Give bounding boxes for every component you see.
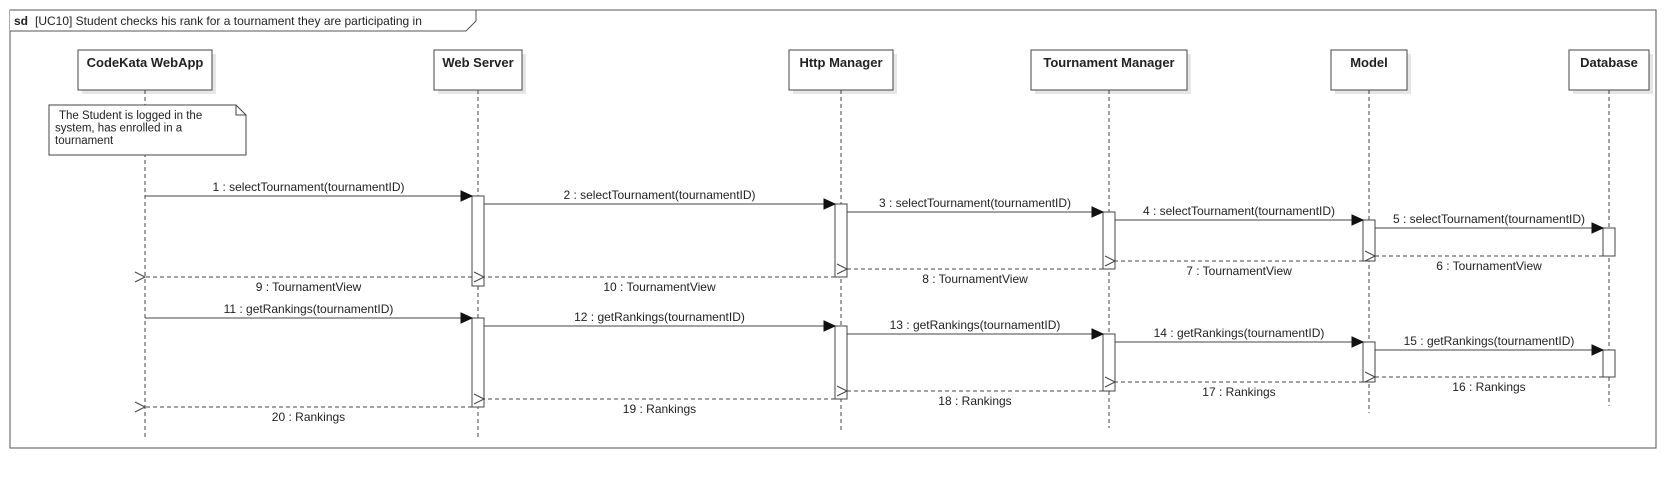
message-label-18: 18 : Rankings xyxy=(938,394,1011,408)
message-label-20: 20 : Rankings xyxy=(272,410,345,424)
activation-bar-tournament xyxy=(1102,211,1116,270)
message-arrowhead-filled-3 xyxy=(1091,206,1105,218)
activation-bar-database xyxy=(1602,227,1616,257)
note-text-line: tournament xyxy=(55,135,114,147)
lifeline-name-http: Http Manager xyxy=(799,55,882,70)
activation-bar-webserver xyxy=(471,317,485,408)
message-arrowhead-open-20 xyxy=(134,401,147,413)
message-label-6: 6 : TournamentView xyxy=(1436,259,1542,273)
message-label-8: 8 : TournamentView xyxy=(922,272,1028,286)
message-label-2: 2 : selectTournament(tournamentID) xyxy=(563,188,755,202)
lifeline-head-webserver xyxy=(433,49,523,91)
message-label-15: 15 : getRankings(tournamentID) xyxy=(1404,334,1575,348)
message-arrowhead-filled-4 xyxy=(1351,214,1365,226)
messages-layer: 1 : selectTournament(tournamentID) 2 : se… xyxy=(134,180,1605,424)
message-arrowhead-filled-12 xyxy=(823,320,837,332)
message-label-17: 17 : Rankings xyxy=(1202,385,1275,399)
message-arrowhead-filled-11 xyxy=(460,312,474,324)
message-label-16: 16 : Rankings xyxy=(1452,380,1525,394)
frame-title: [UC10] Student checks his rank for a tou… xyxy=(35,14,422,28)
message-label-19: 19 : Rankings xyxy=(623,402,696,416)
message-label-1: 1 : selectTournament(tournamentID) xyxy=(212,180,404,194)
note-text-line: The Student is logged in the xyxy=(59,110,202,122)
activation-bar-database xyxy=(1602,349,1616,378)
message-label-5: 5 : selectTournament(tournamentID) xyxy=(1393,212,1585,226)
lifeline-name-model: Model xyxy=(1350,55,1388,70)
message-label-12: 12 : getRankings(tournamentID) xyxy=(574,310,745,324)
activation-bar-http xyxy=(834,325,848,400)
frame-layer: sd [UC10] Student checks his rank for a … xyxy=(9,9,1657,449)
message-arrowhead-open-16 xyxy=(1364,371,1377,383)
lifeline-name-webapp: CodeKata WebApp xyxy=(87,55,204,70)
message-arrowhead-filled-15 xyxy=(1591,344,1605,356)
message-arrowhead-filled-5 xyxy=(1591,222,1605,234)
message-label-9: 9 : TournamentView xyxy=(256,280,362,294)
message-arrowhead-open-9 xyxy=(134,271,147,283)
message-label-11: 11 : getRankings(tournamentID) xyxy=(224,302,394,316)
message-arrowhead-open-6 xyxy=(1364,250,1377,262)
note-box xyxy=(48,104,247,156)
activations-layer xyxy=(471,195,1616,408)
lifeline-head-webapp xyxy=(77,49,213,91)
message-arrowhead-filled-2 xyxy=(823,198,837,210)
lifeline-name-database: Database xyxy=(1580,55,1638,70)
message-arrowhead-filled-14 xyxy=(1351,336,1365,348)
message-arrowhead-open-10 xyxy=(473,271,486,283)
message-label-10: 10 : TournamentView xyxy=(603,280,716,294)
message-arrowhead-open-19 xyxy=(473,393,486,405)
activation-bar-webserver xyxy=(471,195,485,287)
message-arrowhead-filled-13 xyxy=(1091,328,1105,340)
note-text-line: system, has enrolled in a xyxy=(55,123,183,135)
frame-keyword: sd xyxy=(14,14,28,28)
message-label-4: 4 : selectTournament(tournamentID) xyxy=(1143,204,1335,218)
message-arrowhead-open-8 xyxy=(836,263,849,275)
frame-border xyxy=(9,9,1657,449)
lifeline-head-model xyxy=(1330,49,1408,91)
message-arrowhead-open-17 xyxy=(1104,376,1117,388)
message-arrowhead-open-18 xyxy=(836,385,849,397)
message-label-3: 3 : selectTournament(tournamentID) xyxy=(879,196,1071,210)
frame-title-tab xyxy=(10,9,477,32)
message-label-7: 7 : TournamentView xyxy=(1186,264,1292,278)
message-arrowhead-filled-1 xyxy=(460,190,474,202)
message-label-14: 14 : getRankings(tournamentID) xyxy=(1154,326,1325,340)
note-fold xyxy=(235,105,246,116)
lifeline-head-database xyxy=(1568,49,1650,91)
message-label-13: 13 : getRankings(tournamentID) xyxy=(890,318,1061,332)
message-arrowhead-open-7 xyxy=(1104,255,1117,267)
lifelines-layer: CodeKata WebApp Web Server Http Manager Tou… xyxy=(77,49,1653,438)
activation-bar-http xyxy=(834,203,848,278)
activation-bar-model xyxy=(1362,219,1376,262)
activation-bar-tournament xyxy=(1102,333,1116,392)
lifeline-name-tournament: Tournament Manager xyxy=(1043,55,1174,70)
lifeline-name-webserver: Web Server xyxy=(442,55,513,70)
